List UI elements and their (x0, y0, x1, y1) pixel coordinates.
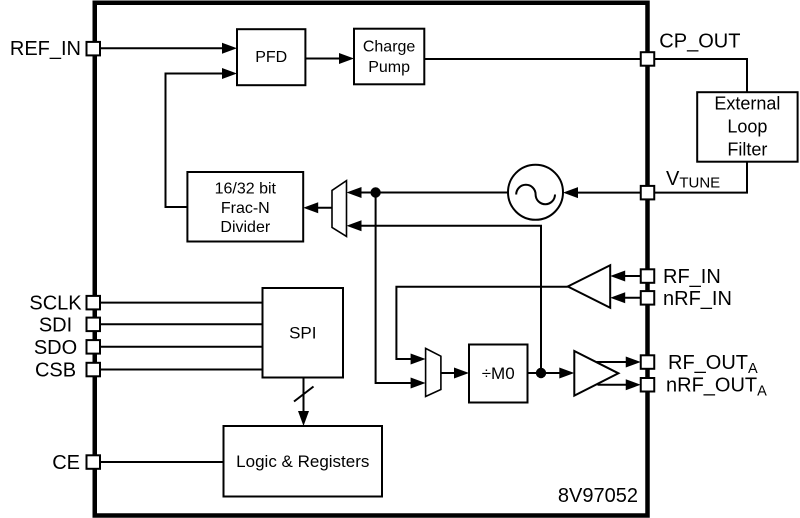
svg-text:RF_OUTA: RF_OUTA (668, 352, 758, 377)
svg-text:SCLK: SCLK (29, 293, 82, 315)
svg-text:SDO: SDO (34, 337, 77, 359)
svg-text:Frac-N: Frac-N (221, 200, 270, 217)
svg-text:nRF_OUTA: nRF_OUTA (666, 375, 767, 400)
svg-text:Loop: Loop (727, 117, 767, 137)
svg-text:SDI: SDI (39, 314, 72, 336)
svg-text:Charge: Charge (363, 38, 416, 55)
svg-text:REF_IN: REF_IN (10, 38, 81, 60)
svg-text:PFD: PFD (255, 49, 287, 66)
svg-text:Divider: Divider (220, 219, 270, 236)
svg-text:RF_IN: RF_IN (663, 266, 721, 288)
svg-text:Filter: Filter (727, 140, 767, 160)
svg-text:Logic & Registers: Logic & Registers (236, 452, 369, 471)
svg-text:16/32 bit: 16/32 bit (215, 181, 277, 198)
svg-text:CE: CE (52, 452, 80, 474)
svg-text:External: External (714, 94, 780, 114)
svg-text:VTUNE: VTUNE (666, 168, 720, 192)
svg-text:8V97052: 8V97052 (558, 485, 638, 507)
svg-text:CP_OUT: CP_OUT (659, 30, 740, 52)
svg-text:SPI: SPI (289, 324, 316, 343)
svg-text:Pump: Pump (368, 59, 410, 76)
svg-text:CSB: CSB (35, 360, 76, 382)
svg-text:÷M0: ÷M0 (482, 364, 515, 383)
svg-text:nRF_IN: nRF_IN (663, 288, 732, 310)
